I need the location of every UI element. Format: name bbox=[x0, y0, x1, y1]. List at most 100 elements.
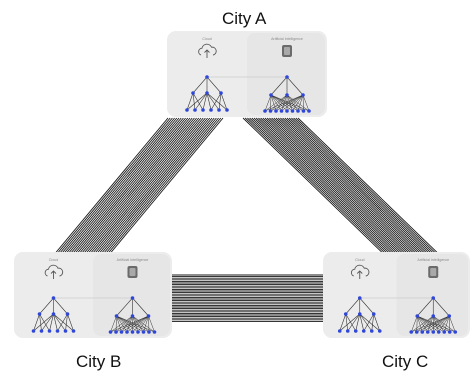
link-line bbox=[273, 117, 424, 263]
link-b-c bbox=[168, 274, 329, 322]
network-node bbox=[55, 329, 60, 333]
network-node bbox=[114, 314, 119, 318]
link-line bbox=[280, 117, 430, 263]
network-node bbox=[425, 330, 430, 334]
network-node bbox=[307, 109, 311, 113]
link-line bbox=[100, 117, 222, 263]
link-line bbox=[63, 117, 184, 263]
link-line bbox=[255, 117, 406, 263]
link-line bbox=[78, 117, 200, 263]
network-node bbox=[442, 330, 447, 334]
network-node bbox=[290, 109, 295, 113]
city-b-label: City B bbox=[76, 352, 122, 371]
network-node bbox=[71, 329, 76, 333]
link-line bbox=[271, 117, 421, 263]
network-node bbox=[453, 330, 458, 334]
link-line bbox=[98, 117, 219, 263]
link-line bbox=[47, 117, 169, 263]
network-node bbox=[263, 109, 267, 113]
cloud-caption: Cloud bbox=[355, 258, 364, 262]
network-node bbox=[219, 91, 223, 95]
cloud-network-graph bbox=[185, 75, 229, 112]
network-node bbox=[414, 330, 419, 334]
link-line bbox=[258, 117, 408, 263]
network-node bbox=[296, 109, 300, 113]
network-node bbox=[345, 329, 350, 333]
link-line bbox=[262, 117, 413, 263]
link-line bbox=[96, 117, 217, 263]
network-node bbox=[201, 108, 205, 112]
network-node bbox=[205, 75, 209, 79]
cloud-upload-icon bbox=[198, 43, 217, 58]
cloud-network-graph bbox=[31, 296, 76, 333]
network-node bbox=[114, 330, 118, 334]
link-line bbox=[60, 117, 182, 263]
link-line bbox=[288, 117, 439, 263]
network-node bbox=[209, 108, 213, 112]
network-node bbox=[409, 330, 414, 334]
network-node bbox=[130, 330, 135, 334]
network-node bbox=[431, 330, 436, 334]
ai-chip-icon bbox=[428, 266, 439, 278]
link-line bbox=[242, 117, 393, 263]
link-line bbox=[269, 117, 419, 263]
network-node bbox=[274, 109, 278, 113]
link-line bbox=[85, 117, 206, 263]
link-line bbox=[69, 117, 191, 263]
link-line bbox=[52, 117, 173, 263]
network-node bbox=[285, 75, 289, 79]
link-line bbox=[93, 117, 215, 263]
panel-right-section bbox=[247, 33, 325, 115]
network-node bbox=[191, 91, 195, 95]
network-node bbox=[147, 330, 151, 334]
link-line bbox=[102, 117, 224, 263]
cloud-upload-icon bbox=[350, 264, 370, 279]
link-line bbox=[291, 117, 441, 263]
network-node bbox=[185, 108, 189, 112]
city-c-label: City C bbox=[382, 352, 429, 371]
network-node bbox=[343, 312, 348, 316]
network-node bbox=[37, 312, 42, 316]
link-line bbox=[49, 117, 171, 263]
cloud-upload-icon bbox=[44, 264, 64, 279]
network-node bbox=[285, 93, 289, 97]
network-node bbox=[130, 296, 135, 300]
network-node bbox=[268, 109, 273, 113]
network-node bbox=[371, 312, 376, 316]
link-line bbox=[275, 117, 426, 263]
link-line bbox=[67, 117, 189, 263]
link-line bbox=[297, 117, 448, 263]
link-line bbox=[244, 117, 395, 263]
link-line bbox=[282, 117, 432, 263]
ai-caption: Artificial Intelligence bbox=[417, 258, 449, 262]
network-node bbox=[51, 312, 56, 316]
link-line bbox=[54, 117, 175, 263]
network-node bbox=[369, 329, 374, 333]
network-node bbox=[125, 330, 129, 334]
link-line bbox=[82, 117, 204, 263]
link-line bbox=[286, 117, 437, 263]
link-line bbox=[277, 117, 428, 263]
network-node bbox=[431, 314, 436, 318]
ai-chip-icon bbox=[127, 266, 138, 278]
cloud-caption: Cloud bbox=[49, 258, 58, 262]
network-node bbox=[447, 330, 452, 334]
network-node bbox=[130, 314, 135, 318]
link-line bbox=[87, 117, 208, 263]
link-line bbox=[295, 117, 446, 263]
ai-network-graph bbox=[108, 296, 157, 334]
cloud-caption: Cloud bbox=[202, 37, 211, 41]
network-node bbox=[269, 93, 273, 97]
cloud-network-graph bbox=[337, 296, 382, 333]
network-node bbox=[353, 329, 358, 333]
link-line bbox=[74, 117, 195, 263]
network-node bbox=[279, 109, 284, 113]
network-node bbox=[63, 329, 68, 333]
network-node bbox=[447, 314, 452, 318]
network-node bbox=[217, 108, 221, 112]
network-node bbox=[361, 329, 366, 333]
network-node bbox=[51, 296, 56, 300]
network-node bbox=[31, 329, 36, 333]
network-node bbox=[146, 314, 151, 318]
